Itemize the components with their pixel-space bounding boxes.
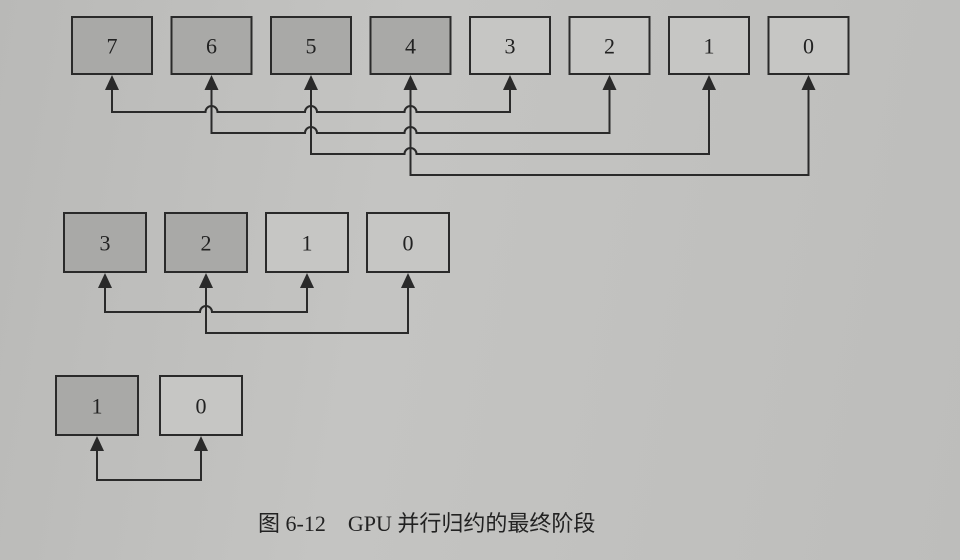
array-element-box: [55, 375, 139, 436]
array-element-box: [71, 16, 153, 75]
array-element-box: [568, 16, 651, 75]
array-element-box: [369, 16, 452, 75]
element-index-label: 0: [196, 394, 207, 419]
element-index-label: 4: [405, 34, 416, 59]
arrowhead-icon: [98, 273, 112, 288]
array-element-box: [270, 16, 352, 75]
arrowhead-icon: [300, 273, 314, 288]
array-element-box: [767, 16, 850, 75]
arrowhead-icon: [90, 436, 104, 451]
reduction-connector: [96, 449, 202, 481]
element-index-label: 3: [505, 34, 516, 59]
arrowhead-icon: [105, 75, 119, 90]
figure-caption: 图 6-12 GPU 并行归约的最终阶段: [258, 506, 617, 538]
array-element-box: [159, 375, 243, 436]
arrowhead-icon: [304, 75, 318, 90]
element-index-label: 3: [100, 231, 111, 256]
element-index-label: 0: [403, 231, 414, 256]
array-element-box: [366, 212, 450, 273]
arrowhead-icon: [199, 273, 213, 288]
arrowhead-icon: [503, 75, 517, 90]
element-index-label: 6: [206, 34, 217, 59]
element-index-label: 1: [704, 34, 715, 59]
arrowhead-icon: [702, 75, 716, 90]
element-index-label: 5: [306, 34, 317, 59]
arrowhead-icon: [194, 436, 208, 451]
element-index-label: 1: [302, 231, 313, 256]
arrowhead-icon: [801, 75, 816, 90]
element-index-label: 1: [92, 394, 103, 419]
reduction-connector: [205, 286, 409, 334]
element-index-label: 2: [201, 231, 212, 256]
figure-title: GPU 并行归约的最终阶段: [347, 511, 596, 536]
element-index-label: 0: [803, 34, 814, 59]
arrowhead-icon: [401, 273, 415, 288]
reduction-connector: [210, 88, 611, 134]
array-element-box: [668, 16, 750, 75]
array-element-box: [63, 212, 147, 273]
arrowhead-icon: [602, 75, 617, 90]
array-element-box: [170, 16, 253, 75]
element-index-label: 7: [107, 34, 118, 59]
array-element-box: [469, 16, 551, 75]
figure-number: 图 6-12: [258, 511, 326, 536]
arrowhead-icon: [204, 75, 219, 90]
arrowhead-icon: [403, 75, 418, 90]
element-index-label: 2: [604, 34, 615, 59]
reduction-connector: [409, 88, 810, 176]
array-element-box: [164, 212, 248, 273]
array-element-box: [265, 212, 349, 273]
